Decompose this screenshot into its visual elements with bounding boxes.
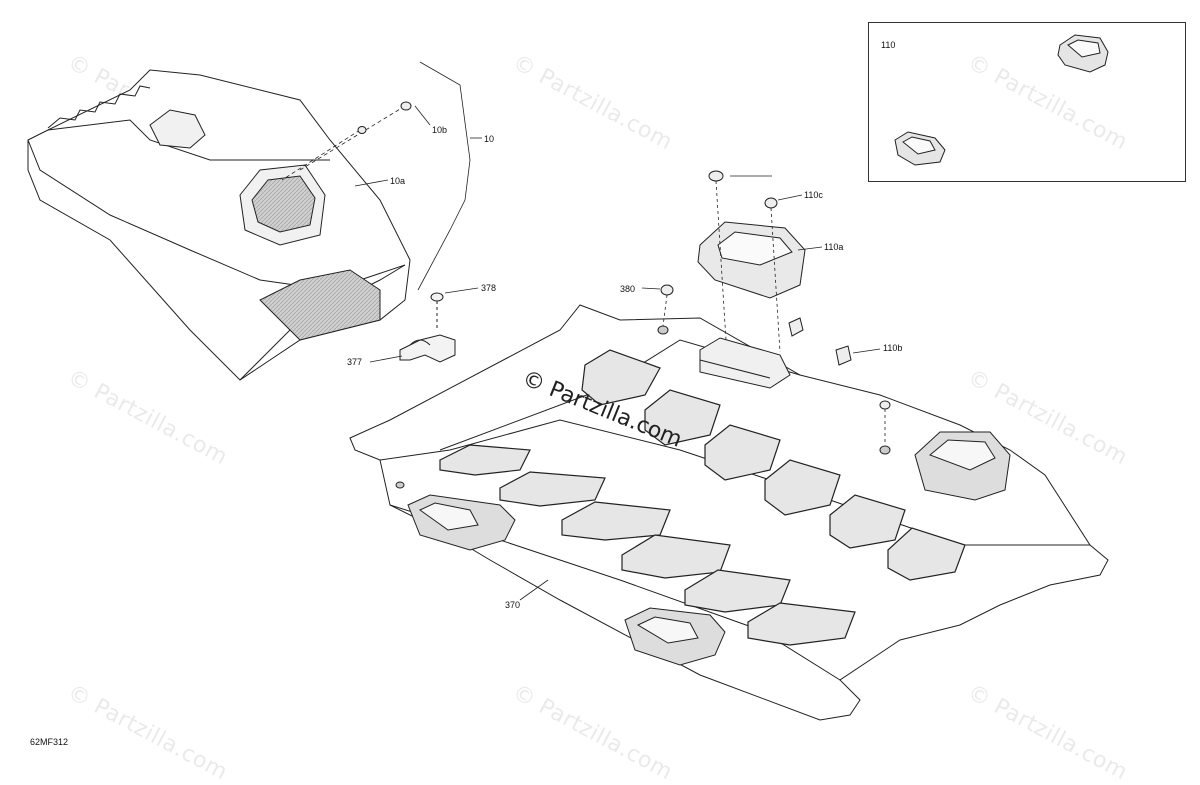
callout-380: 380 xyxy=(620,284,636,294)
callout-110a: 110a xyxy=(824,242,844,252)
console-cover-part xyxy=(27,69,411,381)
inset-handle-parts xyxy=(894,34,1109,166)
callout-10a: 10a xyxy=(390,176,406,186)
skid-pad-group xyxy=(439,349,966,646)
clip-part xyxy=(399,292,456,363)
callout-377: 377 xyxy=(347,357,363,367)
handle-group xyxy=(407,431,1011,666)
callout-378: 378 xyxy=(481,283,497,293)
callout-10b: 10b xyxy=(432,125,448,135)
callout-110b: 110b xyxy=(883,343,903,353)
inset-label: 110 xyxy=(881,40,896,50)
callout-110c: 110c xyxy=(804,190,823,200)
callout-370: 370 xyxy=(505,600,521,610)
inset-frame xyxy=(868,22,1186,182)
callout-10: 10 xyxy=(484,134,495,144)
diagram-code: 62MF312 xyxy=(30,737,69,747)
handle-110a-part xyxy=(697,221,806,299)
